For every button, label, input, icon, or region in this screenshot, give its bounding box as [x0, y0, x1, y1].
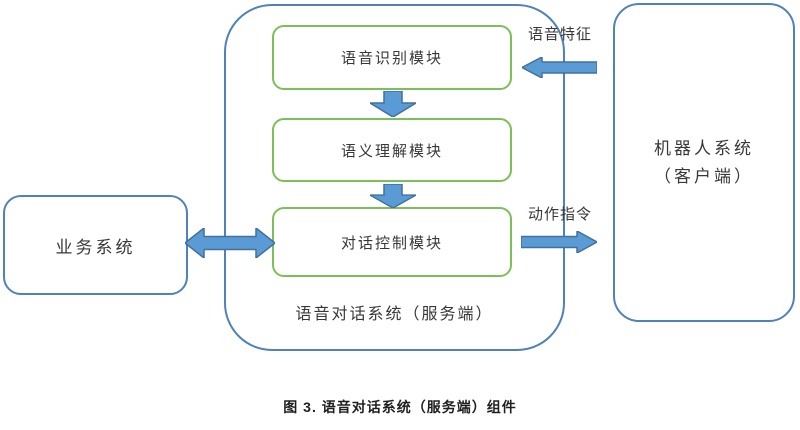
voice-features-label: 语音特征 — [527, 26, 592, 43]
semantic-understanding-module-label: 语义理解模块 — [340, 142, 443, 160]
action-commands-label: 动作指令 — [527, 206, 592, 223]
server-system-label: 语音对话系统（服务端） — [295, 306, 494, 323]
robot-system-box: 机器人系统 （客户端） — [613, 3, 795, 322]
left-arrow-icon — [522, 57, 597, 78]
down-arrow-icon — [370, 91, 416, 117]
robot-system-label-line1: 机器人系统 — [654, 139, 754, 159]
dialogue-control-module-label: 对话控制模块 — [340, 234, 443, 252]
down-arrow-icon — [370, 184, 416, 208]
figure-caption: 图 3. 语音对话系统（服务端）组件 — [283, 399, 517, 415]
business-system-box: 业务系统 — [3, 195, 188, 295]
right-arrow-icon — [521, 231, 597, 253]
speech-recognition-module-box: 语音识别模块 — [272, 25, 512, 90]
semantic-understanding-module-box: 语义理解模块 — [272, 118, 512, 182]
dialogue-control-module-box: 对话控制模块 — [272, 207, 512, 277]
business-system-label: 业务系统 — [55, 237, 136, 257]
double-arrow-icon — [185, 228, 275, 258]
speech-recognition-module-label: 语音识别模块 — [340, 50, 443, 67]
robot-system-label-line2: （客户端） — [654, 166, 754, 186]
